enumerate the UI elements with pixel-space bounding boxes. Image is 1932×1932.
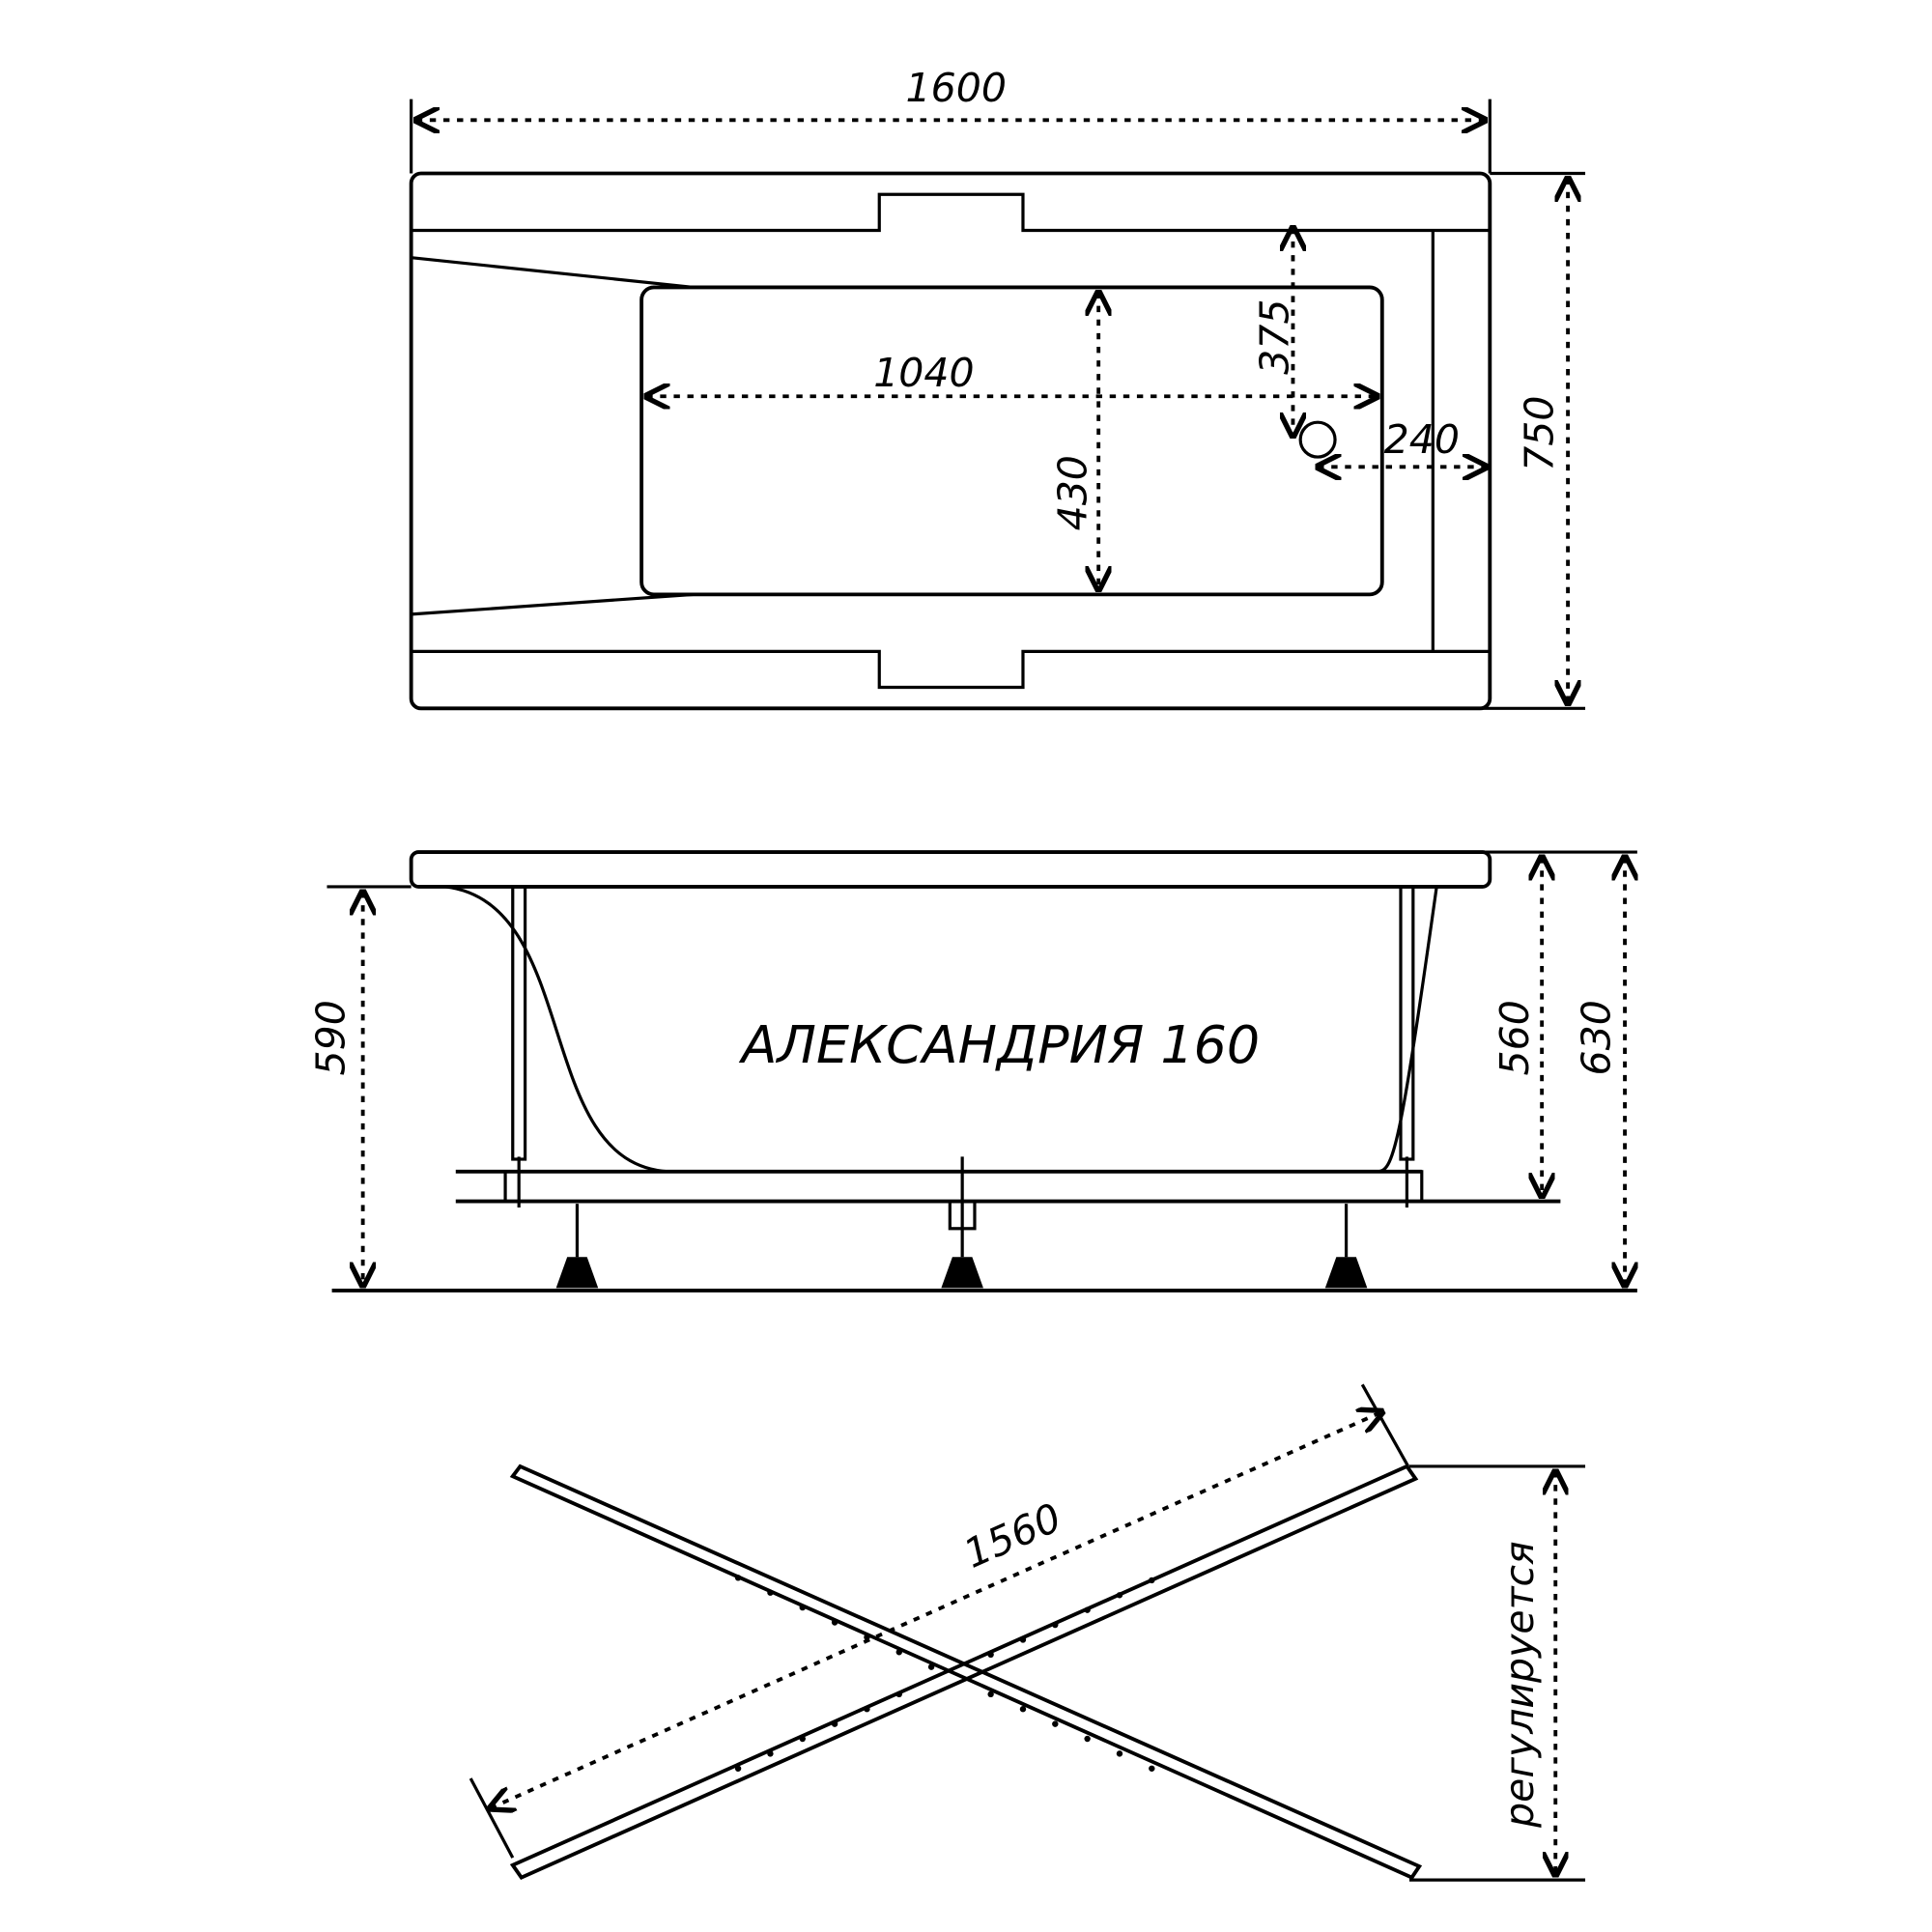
support-legs — [517, 1156, 1409, 1289]
dim-height-630: 630 — [1574, 1000, 1620, 1075]
drain-icon — [1298, 420, 1337, 459]
dim-height-590: 590 — [307, 1000, 354, 1075]
dim-inner-length: 1040 — [873, 350, 974, 396]
tub-rim — [409, 850, 1492, 889]
top-view: 1600 1040 430 375 240 750 — [409, 65, 1586, 711]
dim-overall-width: 750 — [1517, 396, 1563, 471]
frame-bar-1 — [509, 1463, 1423, 1881]
frame-bar-2 — [509, 1463, 1419, 1880]
dim-diagonal-1560: 1560 — [957, 1494, 1068, 1577]
dim-drain-375: 375 — [1251, 299, 1297, 375]
side-view: АЛЕКСАНДРИЯ 160 590 560 630 — [307, 850, 1636, 1293]
model-name: АЛЕКСАНДРИЯ 160 — [739, 1014, 1260, 1075]
dim-drain-240: 240 — [1384, 416, 1460, 463]
dim-height-560: 560 — [1492, 1000, 1538, 1075]
dim-overall-length: 1600 — [906, 65, 1007, 111]
dim-inner-width: 430 — [1049, 455, 1095, 530]
tub-basin — [639, 285, 1384, 597]
adjustable-label: регулируется — [1496, 1541, 1543, 1829]
tub-outline — [409, 171, 1492, 711]
frame-view: 1560 регулируется — [469, 1383, 1586, 1882]
